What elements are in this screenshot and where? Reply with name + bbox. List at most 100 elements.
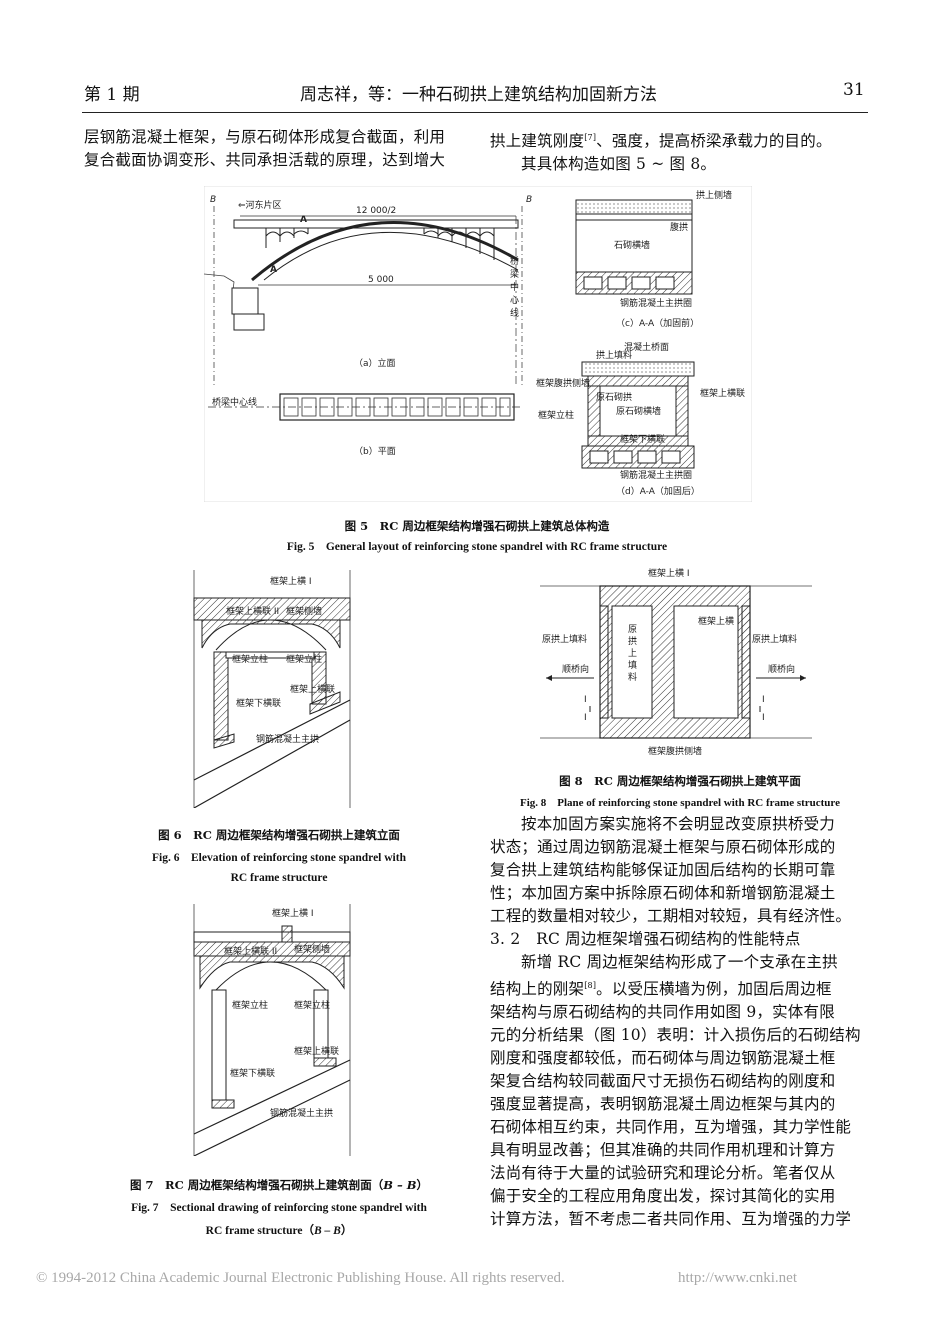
caption-text: RC frame structure（ [205,1225,315,1237]
label-col-left: 框架立柱 [232,999,268,1011]
label-top: 框架上横 I [648,567,690,579]
text-line: 复合截面协调变形、共同承担活载的原理，达到增大 [84,151,446,169]
label-upper2: 框架上横联 II [226,605,279,617]
label-bottom: 框架腹拱侧墙 [648,745,702,757]
deck-fill-after [581,361,695,377]
caption-num: 图 6 [158,828,182,842]
footer-copyright: © 1994-2012 China Academic Journal Elect… [36,1270,565,1286]
fill-mid-char: 填 [628,659,637,671]
centerline-char: 梁 [510,268,519,280]
frame-column-right [675,385,689,437]
caption-text: RC 周边框架结构增强石砌拱上建筑平面 [594,774,801,788]
fig5-caption-en: Fig. 5 General layout of reinforcing sto… [84,538,870,554]
label-col-right: 框架立柱 [286,653,322,665]
subcaption-b: （b）平面 [354,446,396,457]
caption-section: B – B [383,1178,417,1192]
label-d-wall: 原石砌横墙 [616,405,661,417]
fig6-caption-cn: 图 6 RC 周边框架结构增强石砌拱上建筑立面 [84,827,474,843]
caption-line: Fig. 6 Elevation of reinforcing stone sp… [84,849,474,865]
fill-mid-char: 原 [628,624,637,635]
figure-5-drawing: B B ⇐河东片区 12 000/2 A A 5 000 桥 梁 中 心 线 （… [204,186,752,502]
text-line: 计算方法，暂不考虑二者共同作用、互为增强的力学 [490,1210,852,1229]
caption-num: 图 5 [344,519,369,533]
cut-label-i: I [762,713,765,723]
figure-8-drawing: 框架上横 I 框架上横 I 原拱上填料 原拱上填料 原 拱 上 填 料 顺桥向 … [540,567,812,757]
section-a-top: A [300,215,307,225]
label-d-arch: 钢筋混凝土主拱圈 [620,469,692,481]
footer-url[interactable]: http://www.cnki.net [678,1270,798,1286]
label-d-side: 框架腹拱侧墙 [536,377,590,389]
centerline-char: 心 [510,295,519,306]
label-upper2: 框架上横联 II [224,945,277,957]
base-left [211,1099,235,1109]
text-line: 偏于安全的工程应用角度出发，探讨其简化的实用 [490,1187,836,1206]
main-arch-lines [193,699,351,808]
caption-num: 图 7 [130,1178,154,1192]
section-heading: 3. 2 RC 周边框架增强石砌结构的性能特点 [490,930,801,948]
caption-text: RC 周边框架结构增强石砌拱上建筑立面 [193,828,400,842]
stone-wall [575,219,693,273]
fill-mid-char: 上 [628,648,637,659]
label-fill-left: 原拱上填料 [542,633,587,645]
text-line: 层钢筋混凝土框架，与原石砌体形成复合截面，利用 [84,128,446,146]
label-side: 框架侧墙 [294,943,330,955]
caption-text: RC 周边框架结构增强石砌拱上建筑总体构造 [379,519,610,533]
frame-post [281,925,293,943]
caption-num: Fig. 6 [152,852,180,864]
lower-link-left [213,733,235,749]
section-mark-b-right: B [526,195,532,205]
text-line: 复合拱上建筑结构能够保证加固后结构的长期可靠 [490,861,836,879]
text-line: 法尚有待于大量的试验研究和理论分析。笔者仅从 [490,1164,836,1183]
text-run: 、强度，提高桥梁承载力的目的。 [596,132,832,151]
fig6-caption-en: Fig. 6 Elevation of reinforcing stone sp… [84,849,474,884]
text-line: 元的分析结果（图 10）表明：计入损伤后的石砌结构 [490,1026,861,1045]
fig5-caption-cn: 图 5 RC 周边框架结构增强石砌拱上建筑总体构造 [84,518,870,534]
figure-7-drawing: 框架上横 I 框架上横联 II 框架侧墙 框架立柱 框架立柱 框架上横联 框架下… [193,904,351,1156]
label-col-left: 框架立柱 [232,653,268,665]
arch-cells-after [589,450,681,464]
label-upper-link: 框架上横联 [290,683,335,695]
text-line: 石砌体相互约束，共同作用，互为增强，其力学性能 [490,1118,852,1137]
page-number: 31 [843,80,865,100]
frame-top [587,375,689,387]
section-mark-b-left: B [210,195,216,205]
caption-text: Plane of reinforcing stone spandrel with… [557,797,840,809]
caption-num: 图 8 [559,774,583,788]
label-lower-link: 框架下横联 [236,697,281,709]
span-half-label: 12 000/2 [356,206,396,216]
text-line: 强度显著提高，表明钢筋混凝土周边框架与其内的 [490,1095,836,1114]
centerline-char: 桥 [510,255,519,267]
text-line: 拱上建筑刚度[7]、强度，提高桥梁承载力的目的。 [490,126,870,153]
text-line: 结构上的刚架[8]。以受压横墙为例，加固后周边框 [490,974,870,1001]
caption-text: ） [340,1225,353,1237]
caption-text: Sectional drawing of reinforcing stone s… [170,1202,427,1214]
label-c-deck: 拱上侧墙 [696,189,732,201]
frame-column-left [213,651,229,741]
label-col-right: 框架立柱 [294,999,330,1011]
fill-mid-char: 拱 [628,635,637,647]
text-line: 架结构与原石砌结构的共同作用如图 9，实体有限 [490,1003,835,1022]
label-top: 框架上横 I [272,907,314,919]
arch-outline [215,961,327,991]
deck-layer [193,931,351,943]
arrow-head-left [546,675,552,681]
caption-num: Fig. 5 [286,541,315,553]
hedong-label: ⇐河东片区 [238,199,282,211]
centerline-char: 线 [510,307,519,319]
abutment [231,287,259,315]
citation-ref: [8] [584,981,597,990]
text-run: 结构上的刚架 [490,980,585,999]
text-line: 性；本加固方案中拆除原石砌体和新增钢筋混凝土 [490,884,836,902]
citation-ref: [7] [584,133,597,142]
label-d-orig: 原石砌拱 [596,391,632,403]
label-d-deck: 混凝土桥面 [624,341,669,353]
caption-text: Elevation of reinforcing stone spandrel … [190,852,406,864]
label-d-col: 框架立柱 [538,409,574,421]
arch-cells [583,276,675,290]
cap [575,213,693,221]
header-rule [82,112,868,113]
column-left [211,989,227,1101]
cut-label-i: I [584,713,587,723]
cut-label-i: I [584,695,587,705]
label-upper1: 框架上横 I [698,615,740,627]
